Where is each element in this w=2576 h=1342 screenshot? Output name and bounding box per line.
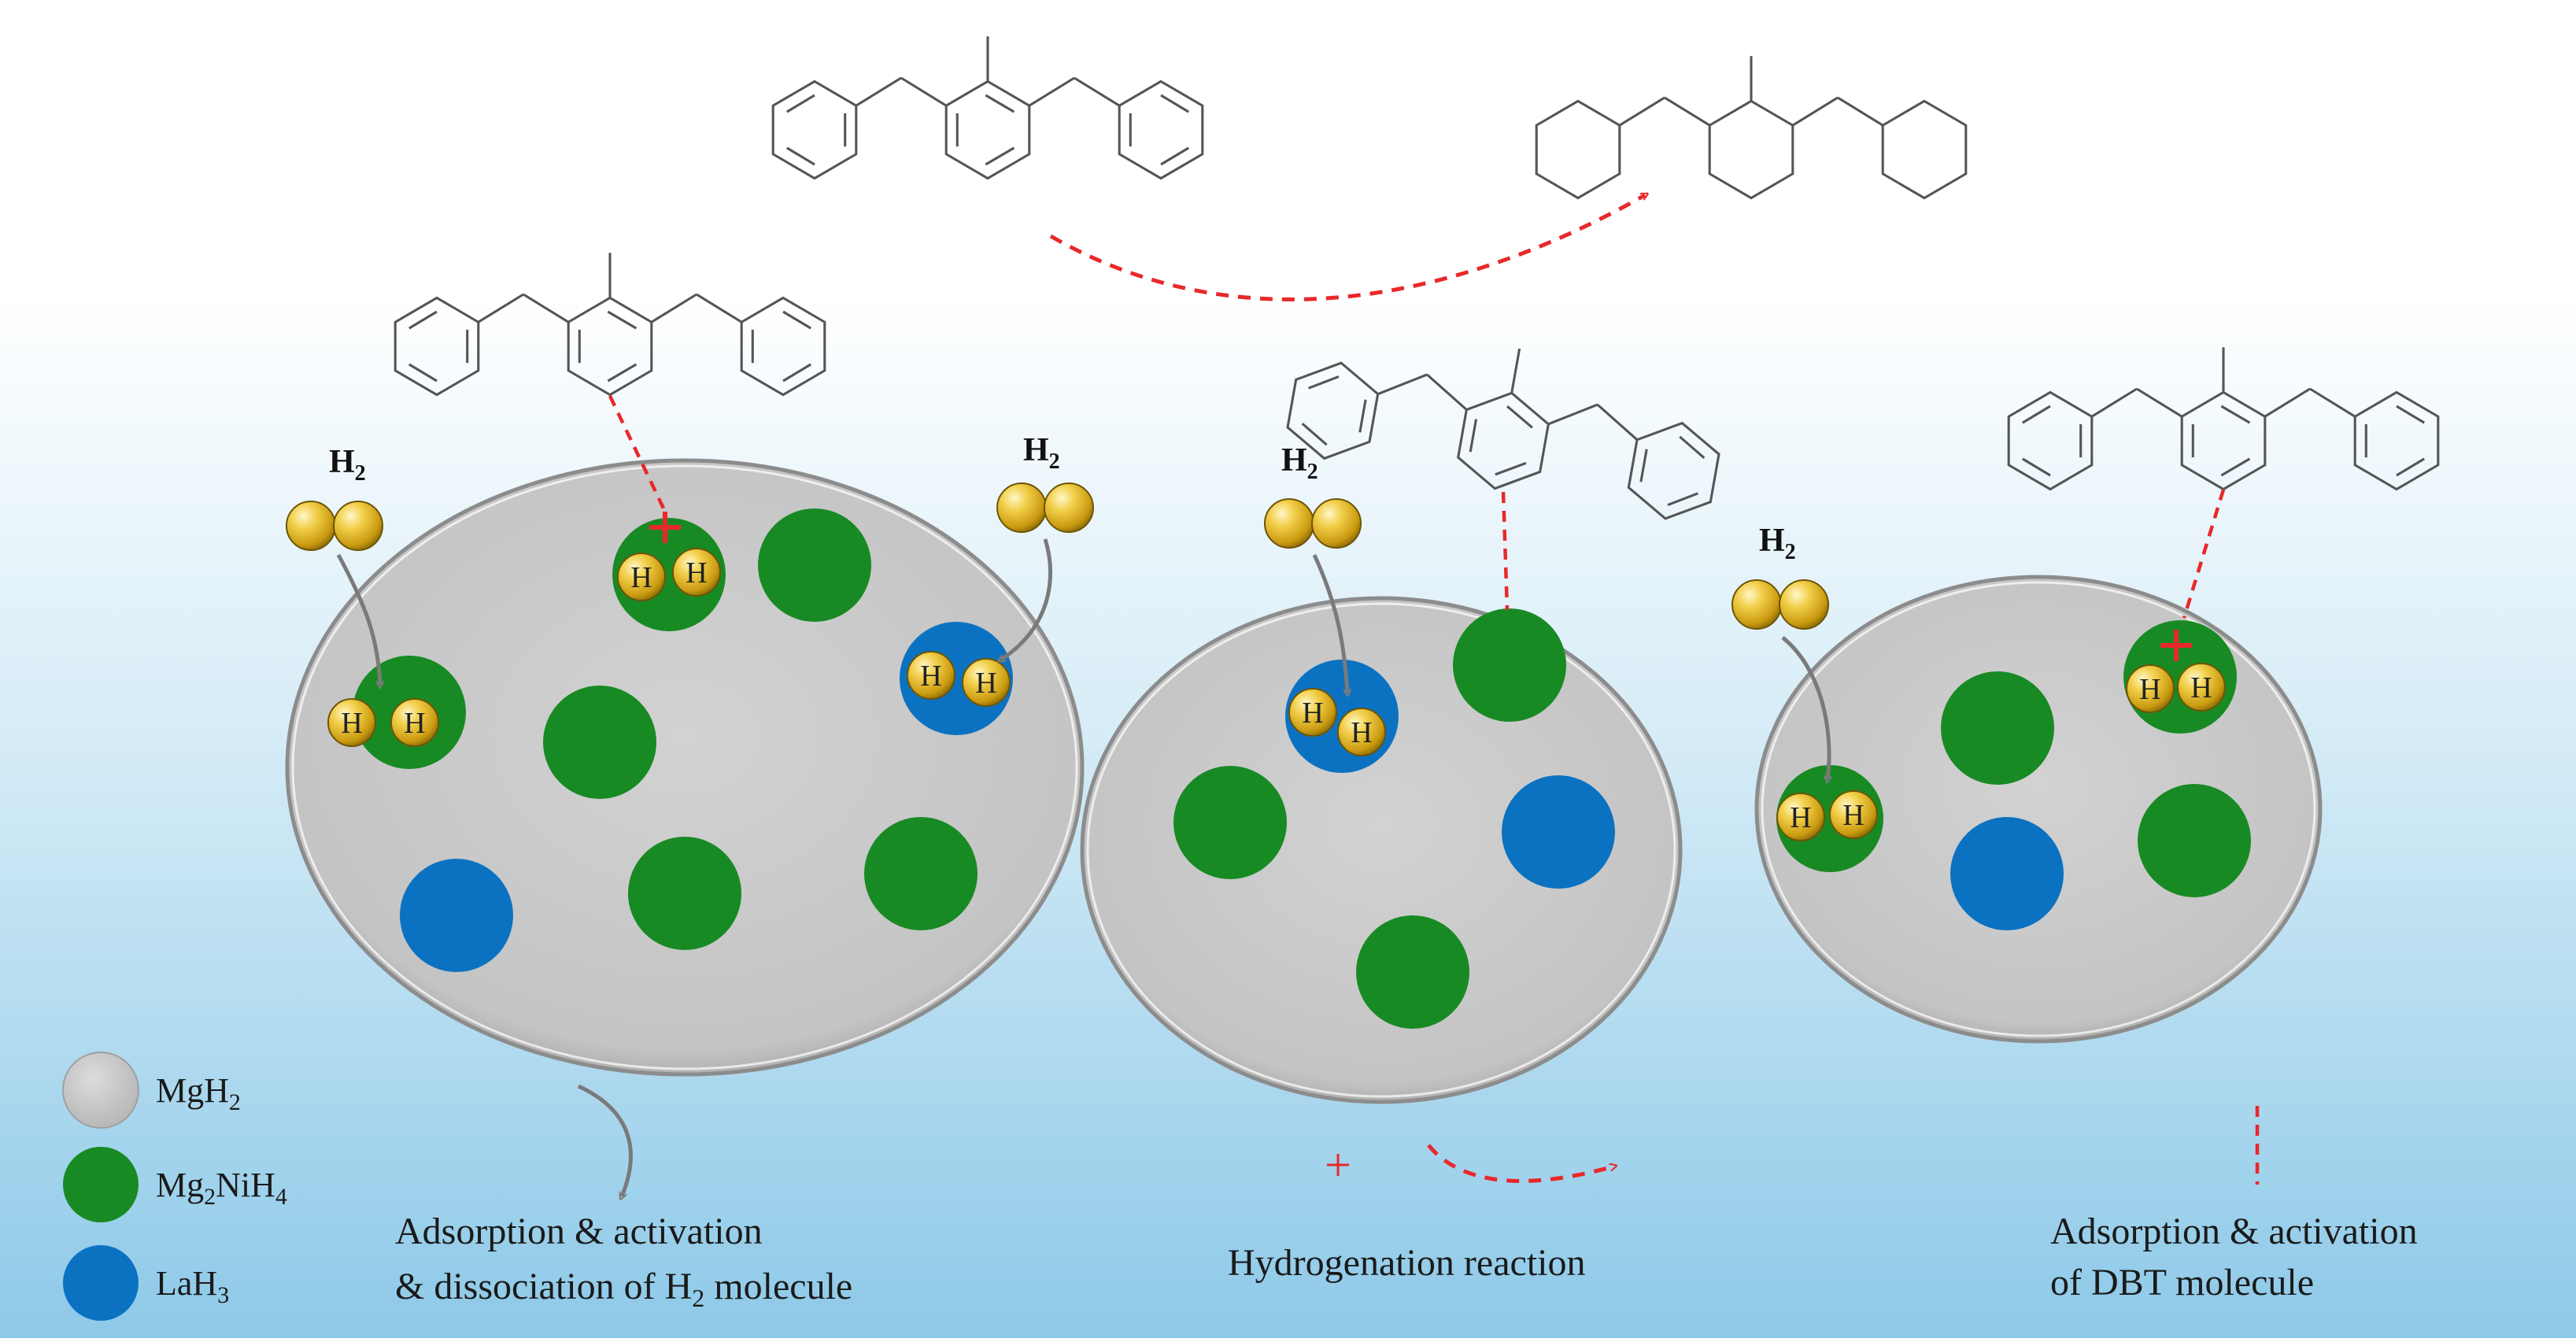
legend-red-plus: + bbox=[1325, 1139, 1351, 1191]
legend: MgH2 Mg2NiH4 LaH3 Adsorption & activatio… bbox=[62, 1052, 2418, 1321]
legend-item-mg2nih4: Mg2NiH4 bbox=[63, 1147, 287, 1222]
caption-hydrogenation: Hydrogenation reaction bbox=[1228, 1242, 1586, 1284]
mg2nih4-dot bbox=[1941, 671, 2054, 785]
mg2nih4-dot bbox=[1356, 915, 1469, 1029]
svg-text:H: H bbox=[630, 561, 652, 594]
svg-text:H2: H2 bbox=[1759, 523, 1796, 564]
lah3-dot bbox=[900, 622, 1013, 735]
h-atom-pair: H H bbox=[2126, 663, 2226, 713]
svg-text:H: H bbox=[341, 707, 362, 740]
lah3-dot bbox=[1950, 817, 2064, 930]
svg-text:Mg2NiH4: Mg2NiH4 bbox=[156, 1166, 287, 1210]
h2-gas-molecule: H2 bbox=[996, 432, 1094, 533]
mg2nih4-dot bbox=[2138, 784, 2251, 897]
h2-gas-molecule: H2 bbox=[1732, 523, 1829, 630]
mg2nih4-dot bbox=[612, 518, 726, 631]
mg2nih4-dot bbox=[758, 508, 871, 622]
svg-text:H2: H2 bbox=[1023, 432, 1060, 474]
caption-dbt-line1: Adsorption & activation bbox=[2050, 1211, 2418, 1252]
mg2nih4-dot bbox=[864, 817, 978, 930]
mg2nih4-dot bbox=[1173, 766, 1287, 879]
svg-text:H: H bbox=[2139, 673, 2160, 706]
svg-text:H: H bbox=[1302, 697, 1323, 730]
legend-item-mgh2: MgH2 bbox=[62, 1052, 241, 1129]
svg-text:H: H bbox=[404, 707, 425, 740]
svg-text:H: H bbox=[686, 556, 707, 590]
h-atom-pair: H H bbox=[327, 698, 439, 747]
svg-text:+: + bbox=[1325, 1139, 1351, 1191]
activation-plus-mark bbox=[649, 512, 681, 543]
adsorption-link bbox=[2182, 489, 2226, 619]
svg-text:H2: H2 bbox=[1281, 442, 1318, 484]
svg-text:LaH3: LaH3 bbox=[156, 1264, 229, 1308]
adsorption-link bbox=[608, 395, 667, 512]
lah3-sites bbox=[400, 622, 2064, 972]
h2-gas-molecule: H2 bbox=[1264, 442, 1362, 549]
caption-dbt-line2: of DBT molecule bbox=[2050, 1262, 2314, 1303]
svg-text:H: H bbox=[920, 660, 941, 693]
h-atom-pair: H H bbox=[907, 651, 1011, 707]
adsorption-link bbox=[1501, 491, 1510, 611]
h-atom-pair: H H bbox=[1776, 790, 1878, 841]
legend-red-dashed-arrow bbox=[1427, 1144, 1613, 1183]
svg-text:H: H bbox=[1351, 716, 1372, 749]
svg-text:H2: H2 bbox=[329, 444, 366, 486]
svg-text:H: H bbox=[975, 667, 996, 700]
dissociation-arrows bbox=[336, 538, 1829, 779]
legend-grey-arrow bbox=[577, 1084, 633, 1196]
svg-text:H: H bbox=[1842, 799, 1864, 832]
mg2nih4-dot bbox=[1453, 608, 1566, 722]
mgh2-particle-middle bbox=[1080, 596, 1683, 1104]
legend-item-lah3: LaH3 bbox=[63, 1245, 229, 1321]
h2-gas-molecule: H2 bbox=[286, 444, 383, 551]
mg2nih4-sites bbox=[353, 508, 2251, 1029]
h-atom-pair: H H bbox=[617, 548, 721, 601]
caption-h2-adsorption-line2: & dissociation of H2 molecule bbox=[395, 1266, 852, 1312]
h-atom-pair: H H bbox=[1288, 688, 1386, 756]
svg-text:H: H bbox=[1790, 801, 1811, 834]
svg-text:MgH2: MgH2 bbox=[156, 1071, 241, 1115]
lah3-dot bbox=[1502, 775, 1615, 889]
mg2nih4-dot bbox=[628, 837, 741, 950]
mg2nih4-dot bbox=[543, 686, 656, 799]
activation-plus-mark bbox=[2160, 630, 2192, 661]
caption-h2-adsorption-line1: Adsorption & activation bbox=[395, 1211, 763, 1252]
svg-text:H: H bbox=[2190, 671, 2212, 704]
lah3-dot bbox=[400, 859, 513, 972]
hydrogenation-arrow-top bbox=[1049, 195, 1645, 301]
